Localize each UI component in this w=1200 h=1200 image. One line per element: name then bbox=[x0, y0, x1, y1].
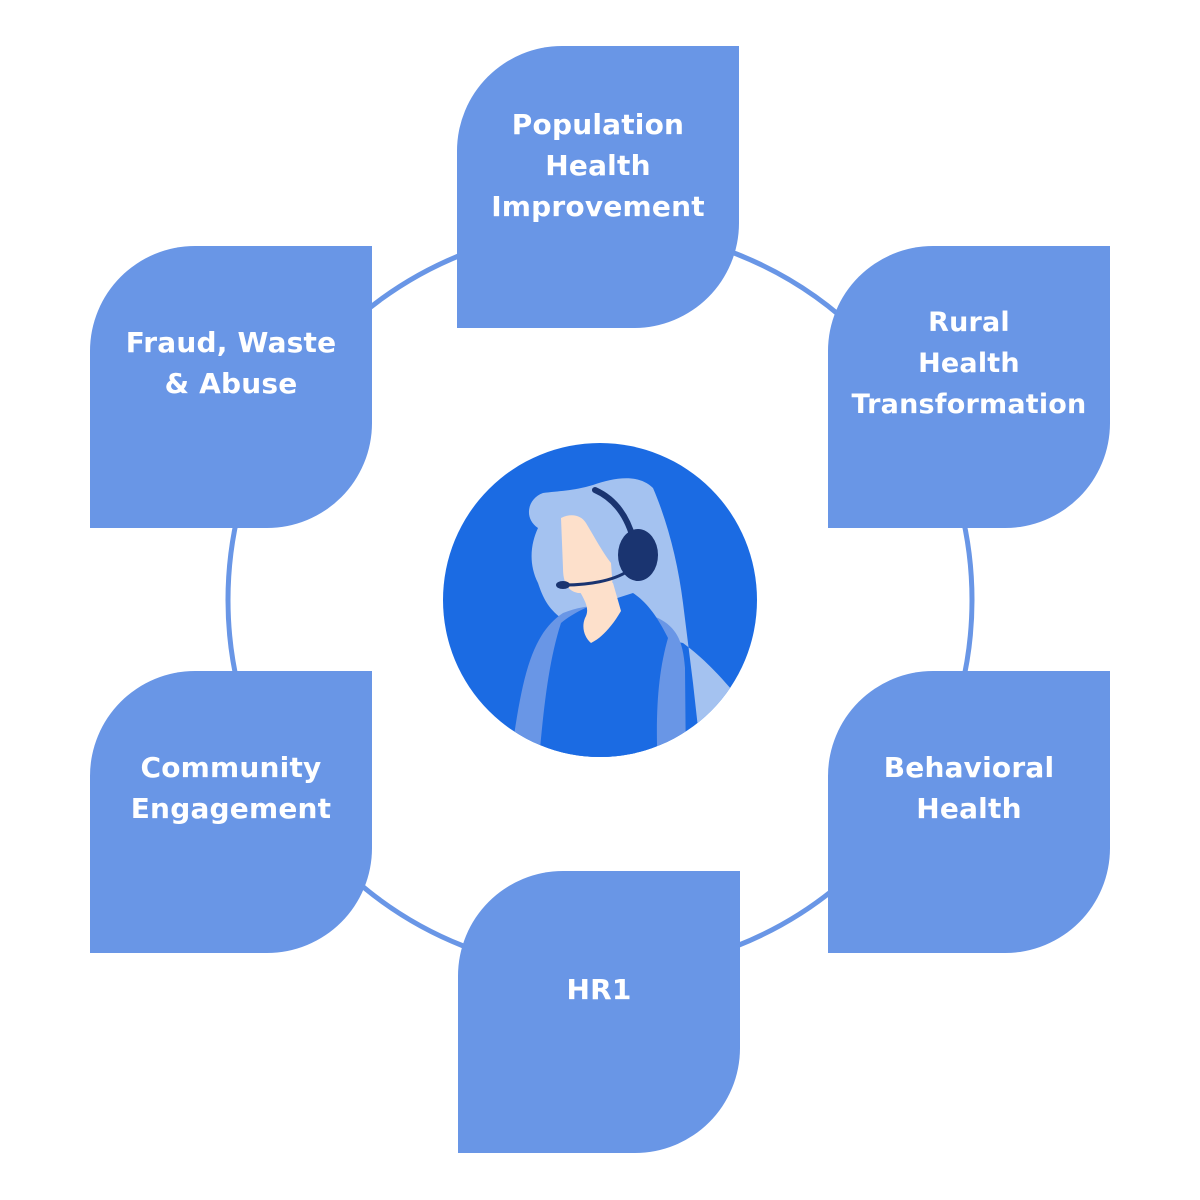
headset-mic-icon bbox=[556, 581, 570, 589]
shirt-shape bbox=[538, 593, 668, 757]
node-community-engagement[interactable]: Community Engagement bbox=[90, 671, 372, 953]
node-label: Behavioral Health bbox=[883, 751, 1055, 825]
support-agent-avatar bbox=[443, 443, 757, 757]
headset-mic-boom bbox=[563, 569, 630, 587]
node-behavioral-health[interactable]: Behavioral Health bbox=[828, 671, 1110, 953]
node-label: HR1 bbox=[566, 972, 632, 1006]
node-population-health-improvement[interactable]: Population Health Improvement bbox=[457, 46, 739, 328]
node-rural-health-transformation[interactable]: Rural Health Transformation bbox=[828, 246, 1110, 528]
node-label: Population Health Improvement bbox=[491, 107, 705, 223]
node-fraud-waste-abuse[interactable]: Fraud, Waste & Abuse bbox=[90, 246, 372, 528]
face-shape bbox=[561, 515, 613, 594]
node-hr1[interactable]: HR1 bbox=[458, 871, 740, 1153]
node-label: Rural Health Transformation bbox=[851, 306, 1087, 420]
headset-earcup-icon bbox=[618, 529, 658, 581]
node-label: Community Engagement bbox=[130, 751, 332, 825]
neck-shape bbox=[578, 583, 621, 643]
node-label: Fraud, Waste & Abuse bbox=[125, 326, 337, 400]
